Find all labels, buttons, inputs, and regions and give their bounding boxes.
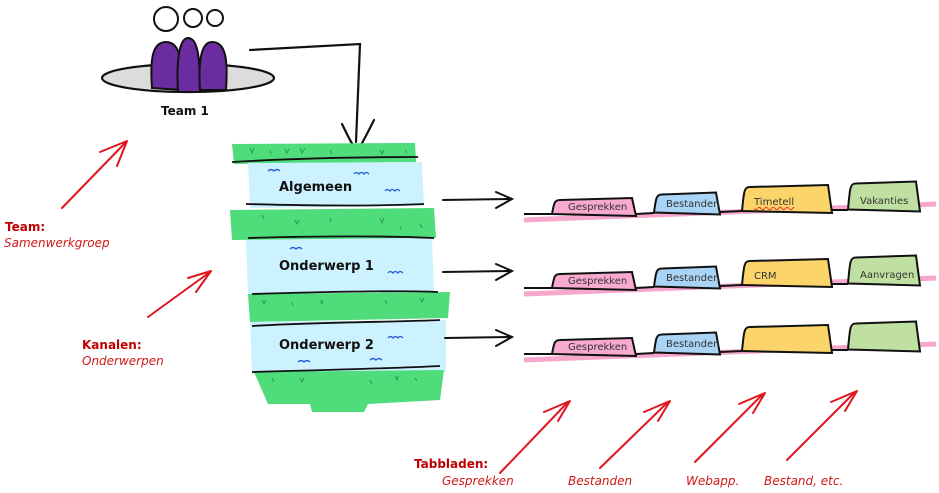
tab-label[interactable]: CRM xyxy=(754,271,777,282)
tab-row xyxy=(523,320,937,363)
channel-label-onderwerp-1: Onderwerp 1 xyxy=(279,259,374,274)
tab-row xyxy=(523,180,937,223)
annotation-tabs-title: Tabbladen: xyxy=(414,457,489,471)
tab-row xyxy=(523,254,937,297)
annotation-team-subtitle: Samenwerkgroep xyxy=(4,236,110,250)
team-name: Team 1 xyxy=(161,104,209,118)
tab-label[interactable]: Bestanden xyxy=(666,272,720,284)
channel-label-onderwerp-2: Onderwerp 2 xyxy=(279,338,374,353)
tab-shape xyxy=(550,270,638,292)
tab-label[interactable]: Vakanties xyxy=(860,195,909,207)
annotation-tabs-item: Webapp. xyxy=(686,474,740,488)
tab-shape xyxy=(740,323,834,355)
tab-label[interactable]: Timetell xyxy=(754,197,795,208)
tab-row-baseline xyxy=(524,209,848,215)
annotation-tabs-item: Bestand, etc. xyxy=(764,474,844,488)
channel-stack xyxy=(230,143,450,412)
tab-shape xyxy=(550,336,638,358)
annotation-team-title: Team: xyxy=(5,220,46,234)
channel-label-algemeen: Algemeen xyxy=(279,180,353,195)
team-connector-arrow xyxy=(248,42,376,152)
tab-shape xyxy=(846,320,922,353)
tab-label[interactable]: Gesprekken xyxy=(568,342,628,353)
tab-shape xyxy=(652,265,722,290)
annotation-tabs-item: Gesprekken xyxy=(442,474,514,488)
tab-row-baseline xyxy=(524,349,848,355)
annotation-channels-subtitle: Onderwerpen xyxy=(82,354,164,368)
tab-shape xyxy=(740,257,834,289)
tab-shape xyxy=(652,191,722,216)
tab-label[interactable]: Gesprekken xyxy=(568,276,628,287)
tab-shape xyxy=(846,254,922,287)
tab-shape xyxy=(550,196,638,218)
tab-label[interactable]: Bestanden xyxy=(666,198,720,210)
team-icon xyxy=(100,6,276,94)
tab-shape xyxy=(740,183,834,215)
tab-row-baseline xyxy=(524,283,848,289)
channel-arrows xyxy=(442,191,515,347)
annotation-arrows xyxy=(61,140,858,474)
annotation-channels-title: Kanalen: xyxy=(82,338,142,352)
tab-label[interactable]: Bestanden xyxy=(666,338,720,350)
annotation-tabs-item: Bestanden xyxy=(568,474,633,488)
tab-label[interactable]: Aanvragen xyxy=(860,269,915,281)
tab-shape xyxy=(652,331,722,356)
tab-shape xyxy=(846,180,922,213)
tab-label[interactable]: Gesprekken xyxy=(568,202,628,213)
